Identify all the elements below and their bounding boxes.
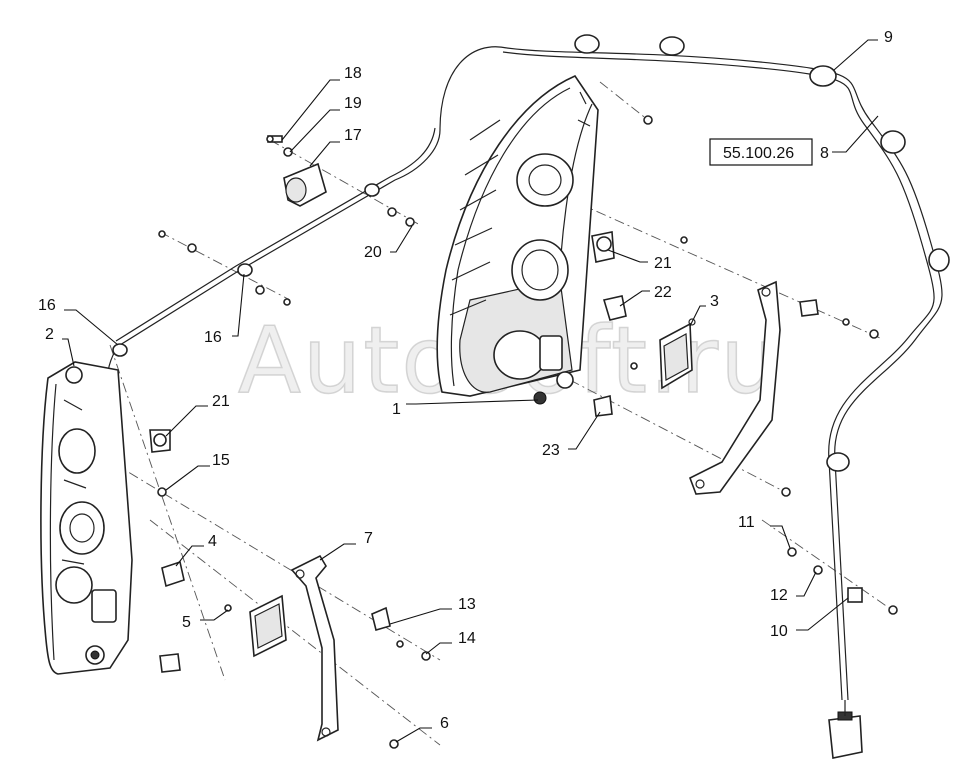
callout-23: 23 [542, 442, 560, 459]
callout-21-right: 21 [654, 255, 672, 272]
headlamp-right [436, 75, 599, 405]
washer-16 [255, 285, 265, 295]
bracket-3 [688, 280, 781, 495]
callout-16-left: 16 [38, 297, 56, 314]
callout-7: 7 [364, 530, 373, 547]
callout-19: 19 [344, 95, 362, 112]
washer [187, 243, 197, 253]
bulb-22-right [602, 295, 627, 321]
washer-15 [157, 487, 167, 497]
callout-20: 20 [364, 244, 382, 261]
reference-code: 55.100.26 [723, 145, 794, 162]
screw-5 [224, 604, 232, 612]
clip-right-bracket [799, 299, 819, 317]
washer [680, 236, 688, 244]
callout-5: 5 [182, 614, 191, 631]
screw-20 [405, 217, 415, 227]
callout-2: 2 [45, 326, 54, 343]
bulb-21-left [149, 429, 171, 453]
harness-clip [574, 34, 600, 54]
screw [283, 298, 291, 306]
screw [888, 605, 898, 615]
bracket-7 [290, 554, 339, 742]
callout-14: 14 [458, 630, 476, 647]
harness-clip [928, 248, 950, 272]
callout-8: 8 [820, 145, 829, 162]
harness-clip [237, 263, 253, 277]
headlamp-left [40, 361, 133, 675]
washer [842, 318, 850, 326]
washer-13 [396, 640, 404, 648]
callout-4: 4 [208, 533, 217, 550]
callouts: 18 19 17 20 16 2 16 21 15 4 5 7 13 14 6 … [38, 29, 893, 732]
callout-16: 16 [204, 329, 222, 346]
callout-3: 3 [710, 293, 719, 310]
callout-17: 17 [344, 127, 362, 144]
harness-clip [659, 36, 685, 56]
callout-12: 12 [770, 587, 788, 604]
washer-19 [283, 147, 293, 157]
screw [781, 487, 791, 497]
clip-13 [371, 606, 391, 631]
washer-20 [387, 207, 397, 217]
harness-connector [828, 715, 863, 759]
control-module-right [659, 318, 696, 390]
bulb-21-right [591, 231, 615, 263]
plug-left [159, 653, 181, 673]
harness-clip [880, 130, 906, 154]
screw-18 [266, 135, 283, 143]
reference-box[interactable]: 55.100.26 [709, 138, 813, 166]
adjuster-17 [283, 162, 327, 207]
harness-clip [826, 452, 850, 472]
callout-22: 22 [654, 284, 672, 301]
screw-14 [421, 651, 431, 661]
callout-18: 18 [344, 65, 362, 82]
callout-21-left: 21 [212, 393, 230, 410]
callout-9: 9 [884, 29, 893, 46]
screw [643, 115, 653, 125]
socket-4 [161, 560, 185, 588]
harness-clip [847, 587, 863, 603]
callout-1: 1 [392, 401, 401, 418]
leader-lines [62, 39, 879, 743]
harness-clip [809, 65, 837, 87]
callout-13: 13 [458, 596, 476, 613]
callout-6: 6 [440, 715, 449, 732]
harness-clip [364, 183, 380, 197]
screw [630, 362, 638, 370]
wiring-harness [106, 34, 950, 759]
screw [869, 329, 879, 339]
harness-clip [112, 343, 128, 357]
callout-11: 11 [738, 514, 755, 531]
screw [158, 230, 166, 238]
callout-15: 15 [212, 452, 230, 469]
callout-10: 10 [770, 623, 788, 640]
socket-23 [593, 395, 613, 417]
nut-11 [787, 547, 797, 557]
control-module-left [249, 594, 287, 658]
fasteners [157, 115, 898, 749]
